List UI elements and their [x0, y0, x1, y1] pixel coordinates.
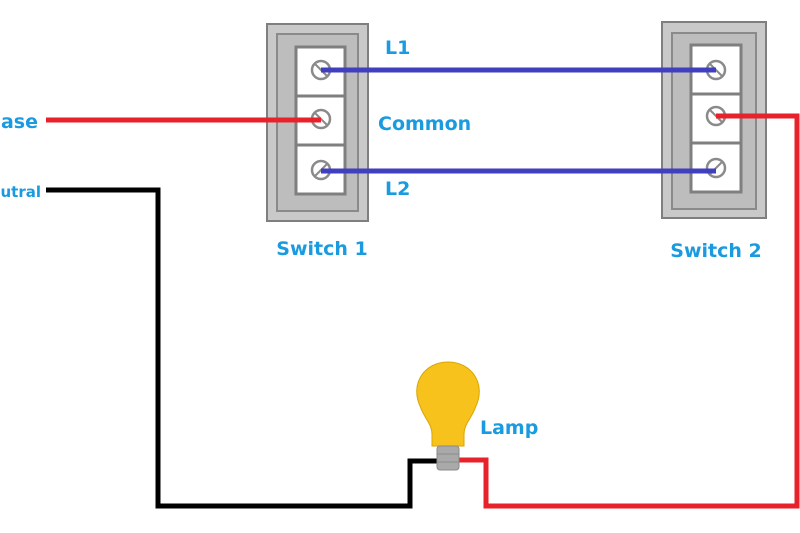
- l2-label: L2: [385, 178, 410, 200]
- neutral-label: Neutral: [0, 183, 41, 201]
- lamp-label: Lamp: [480, 417, 538, 439]
- neutral-wire: [46, 187, 438, 509]
- switch-1-label: Switch 1: [276, 238, 367, 260]
- phase-label: Phase: [0, 111, 38, 133]
- switch-2: [661, 21, 767, 219]
- l1-label: L1: [385, 37, 410, 59]
- light-bulb-icon: [416, 361, 480, 471]
- lamp-base: [436, 445, 460, 471]
- switch-2-terminal-l2-icon: [705, 157, 727, 179]
- lamp: [416, 361, 480, 471]
- switch-2-label: Switch 2: [670, 240, 761, 262]
- common-label: Common: [378, 113, 471, 135]
- switched-live-wire: [448, 113, 800, 509]
